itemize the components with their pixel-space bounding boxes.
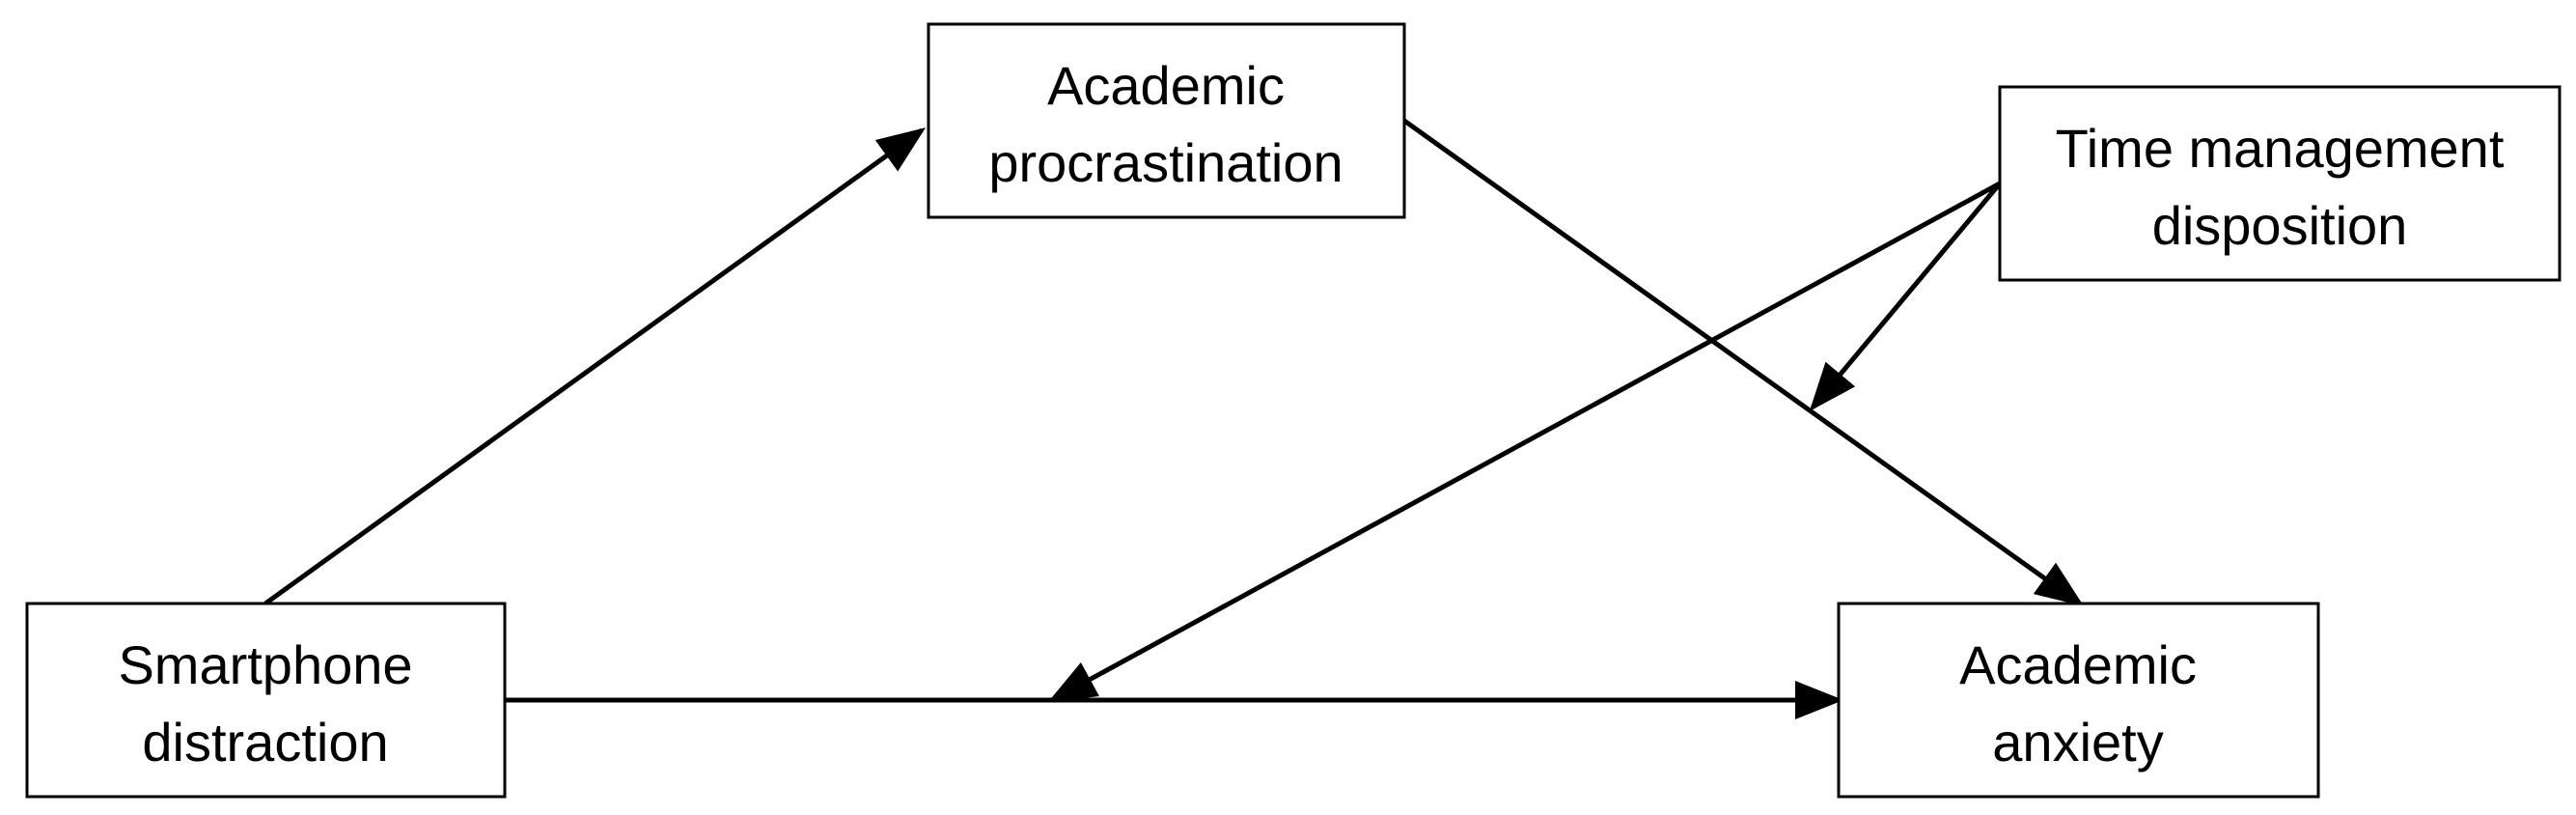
node-time-management-line1: Time management	[2056, 118, 2505, 179]
arrow-time-management-to-indirect-path	[1809, 182, 2002, 411]
arrow-smartphone-to-procrastination	[263, 127, 927, 606]
arrow-time-management-to-direct-path	[1047, 181, 2002, 703]
node-time-management-disposition: Time management disposition	[1998, 85, 2562, 282]
node-academic-procrastination-line1: Academic	[1047, 55, 1285, 116]
node-smartphone-line2: distraction	[142, 712, 388, 773]
arrow-procrastination-to-anxiety	[1402, 118, 2085, 606]
node-academic-procrastination: Academic procrastination	[927, 22, 1406, 219]
node-smartphone-distraction: Smartphone distraction	[25, 602, 507, 799]
node-academic-anxiety: Academic anxiety	[1837, 602, 2320, 799]
node-academic-anxiety-line2: anxiety	[1992, 712, 2163, 773]
node-smartphone-line1: Smartphone	[118, 634, 412, 695]
node-academic-procrastination-line2: procrastination	[988, 132, 1343, 193]
node-academic-anxiety-line1: Academic	[1959, 634, 2197, 695]
node-time-management-line2: disposition	[2152, 195, 2408, 256]
